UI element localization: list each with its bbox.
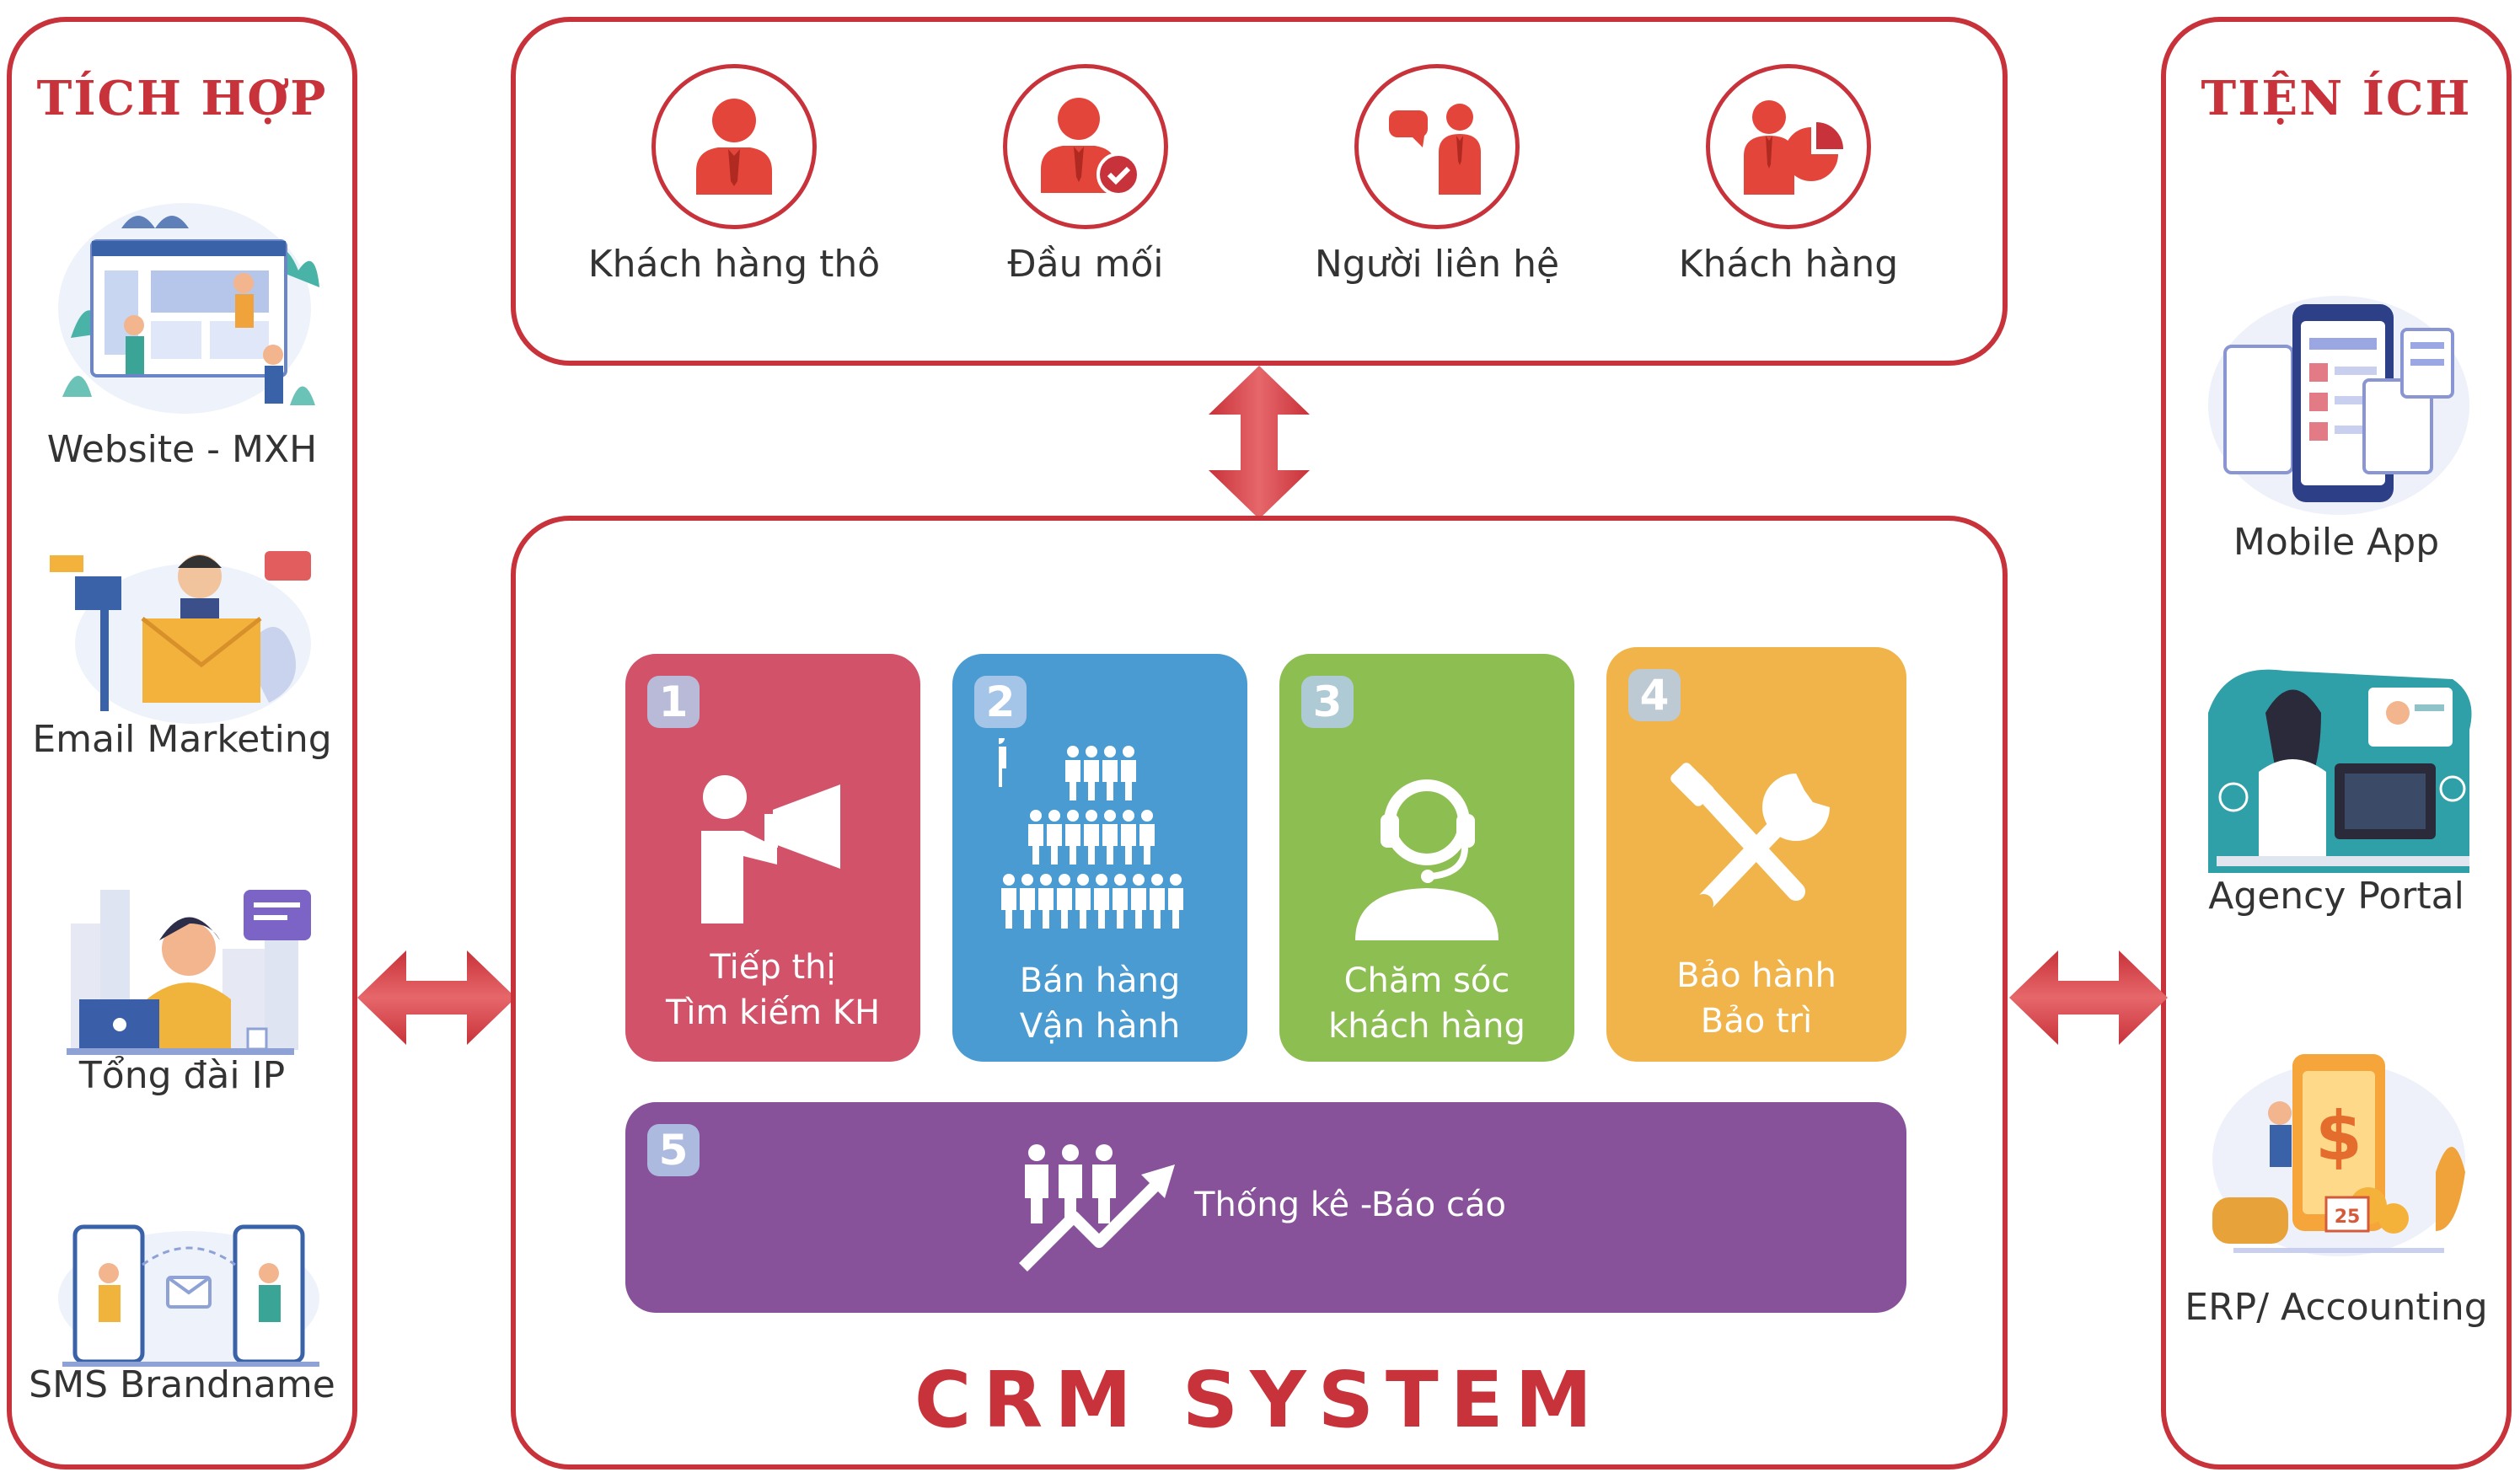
- accounting-illustration: $ 25: [2212, 1054, 2465, 1256]
- call-center-illustration: [67, 890, 311, 1055]
- module-badge-2: 2: [974, 676, 1027, 728]
- module-4-line2: Bảo trì: [1700, 1002, 1813, 1041]
- mobile-app-illustration: [2208, 296, 2469, 515]
- top-item-label-contact-point: Đầu mối: [1007, 243, 1164, 286]
- module-badge-3: 3: [1301, 676, 1354, 728]
- person-icon: [696, 99, 772, 195]
- customer-circle: [1706, 64, 1871, 229]
- module-3-line2: khách hàng: [1328, 1007, 1525, 1046]
- person-chart-icon: [1744, 100, 1843, 195]
- right-item-label-mobile: Mobile App: [2233, 521, 2440, 564]
- left-panel-title: TÍCH HỢP: [36, 71, 328, 126]
- module-reports[interactable]: 5 Thống kê -Báo cáo: [625, 1102, 1906, 1313]
- sms-illustration: [58, 1224, 319, 1367]
- module-4-line1: Bảo hành: [1676, 956, 1836, 995]
- email-illustration: [50, 551, 311, 724]
- contact-person-circle: [1354, 64, 1520, 229]
- module-1-line2: Tìm kiếm KH: [665, 993, 881, 1032]
- module-customer-care[interactable]: 3 Chăm sóc khách hàng: [1279, 654, 1574, 1062]
- crm-panel: 1 Tiếp thị Tìm kiếm KH 2 Bán hàng Vận hà…: [511, 516, 2008, 1470]
- person-chat-icon: [1389, 104, 1481, 195]
- website-illustration: [58, 203, 319, 414]
- module-sales[interactable]: 2 Bán hàng Vận hành: [952, 654, 1247, 1062]
- module-1-line1: Tiếp thị: [710, 948, 836, 987]
- agency-portal-illustration: [2208, 669, 2472, 873]
- left-double-arrow: [357, 950, 516, 1045]
- crm-system-title: CRM SYSTEM: [914, 1355, 1605, 1445]
- module-5-label: Thống kê -Báo cáo: [1194, 1186, 1506, 1224]
- module-warranty[interactable]: 4 Bảo hành Bảo trì: [1606, 647, 1906, 1062]
- lead-circle: [651, 64, 817, 229]
- left-item-label-email: Email Marketing: [32, 718, 332, 761]
- svg-text:$: $: [2315, 1097, 2362, 1175]
- right-item-label-agency: Agency Portal: [2208, 875, 2464, 918]
- left-item-label-ip-call: Tổng đài IP: [78, 1054, 286, 1097]
- top-item-label-lead: Khách hàng thô: [587, 243, 881, 286]
- module-3-line1: Chăm sóc: [1343, 961, 1510, 1000]
- left-panel: TÍCH HỢP Website - MXH Email Marketing: [7, 17, 357, 1470]
- vertical-double-arrow: [1209, 366, 1310, 519]
- module-2-line2: Vận hành: [1019, 1007, 1181, 1046]
- left-item-label-sms: SMS Brandname: [29, 1363, 335, 1406]
- module-badge-1: 1: [647, 676, 700, 728]
- top-item-label-customer: Khách hàng: [1678, 243, 1899, 286]
- top-panel: Khách hàng thô Đầu mối Người liên hệ: [511, 17, 2008, 366]
- tools-icon: [1670, 763, 1830, 914]
- right-item-label-erp: ERP/ Accounting: [2185, 1286, 2488, 1329]
- right-panel-title: TIỆN ÍCH: [2201, 71, 2472, 126]
- top-item-label-contact-person: Người liên hệ: [1314, 243, 1560, 286]
- module-2-line1: Bán hàng: [1019, 961, 1181, 1000]
- right-panel: TIỆN ÍCH Mobile App Agency Portal $: [2161, 17, 2512, 1470]
- person-check-icon: [1041, 98, 1140, 196]
- left-item-label-website: Website - MXH: [46, 428, 318, 471]
- module-badge-4: 4: [1628, 669, 1681, 721]
- megaphone-icon: [701, 775, 840, 924]
- contact-point-circle: [1003, 64, 1168, 229]
- svg-text:25: 25: [2335, 1207, 2361, 1228]
- module-marketing[interactable]: 1 Tiếp thị Tìm kiếm KH: [625, 654, 920, 1062]
- headset-icon: [1355, 779, 1499, 940]
- people-pyramid-icon: [999, 738, 1183, 929]
- growth-chart-icon: [1019, 1144, 1175, 1272]
- module-badge-5: 5: [647, 1124, 700, 1176]
- right-double-arrow: [2009, 950, 2168, 1045]
